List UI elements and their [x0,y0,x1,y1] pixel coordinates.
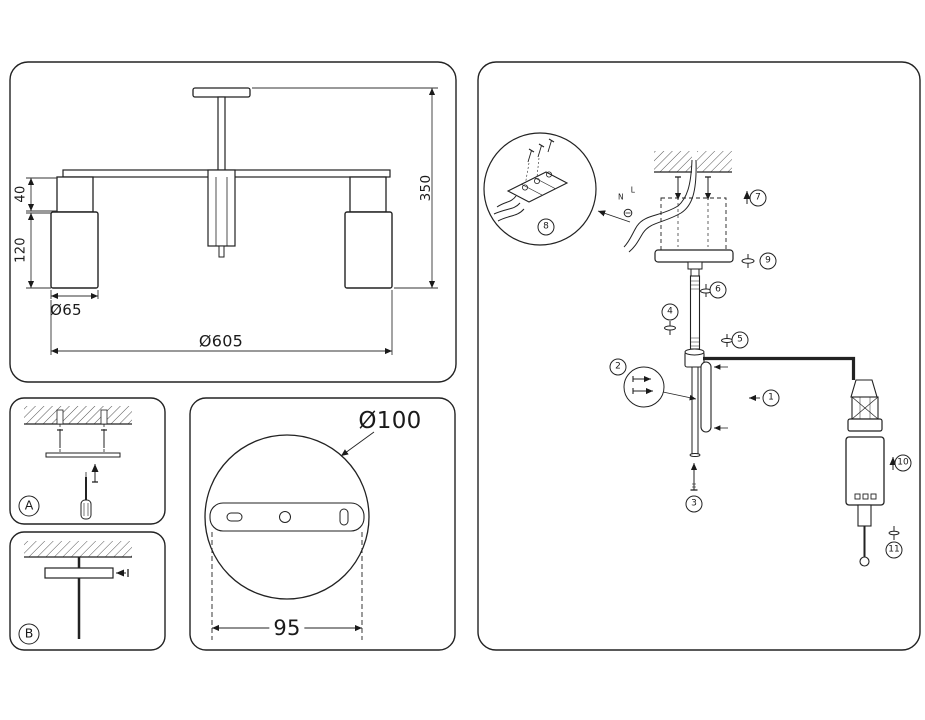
step-callout-6: 6 [709,281,727,299]
wire-label-neutral: N [618,192,624,202]
dim-shade-diameter: Ø65 [50,301,82,319]
dim-plate-diameter: Ø100 [358,408,422,434]
panel-b-drawing [24,541,132,639]
step-callout-3: 3 [685,495,703,513]
panel-assembly-border [477,61,921,651]
plate-drawing [204,431,375,640]
fixture-dimension-lines [26,87,438,355]
panel-a-label: A [18,495,40,517]
step-callout-10: 10 [894,454,912,472]
panel-a-border [9,397,166,525]
panel-b-label: B [18,623,40,645]
step-callout-11: 11 [885,541,903,559]
panel-plate-border [189,397,456,651]
dim-shade-height: 120 [13,237,29,263]
step-callout-9: 9 [759,252,777,270]
step-callout-1: 1 [762,389,780,407]
dim-overall-diameter: Ø605 [198,331,244,351]
panel-b-border [9,531,166,651]
panel-a-drawing [24,406,132,520]
fixture-drawing [50,87,393,289]
step-callout-7: 7 [749,189,767,207]
dim-overall-height: 350 [418,174,434,202]
dim-hole-spacing: 95 [269,616,305,640]
dim-socket-height: 40 [13,185,29,203]
step-callout-5: 5 [731,331,749,349]
panel-fixture-border [9,61,457,383]
panel-borders [9,61,921,651]
wire-label-live: L [630,185,636,195]
step-callout-4: 4 [661,303,679,321]
step-callout-8: 8 [537,218,555,236]
step-callout-2: 2 [609,358,627,376]
assembly-drawing [483,132,900,567]
